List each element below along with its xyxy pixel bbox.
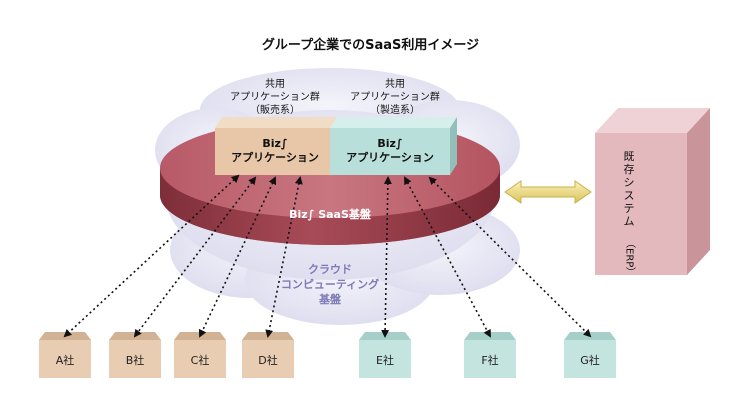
connection-arrow (63, 174, 240, 338)
platform-label: Biz∫ SaaS基盤 (289, 208, 371, 221)
erp-label-char: ス (623, 189, 635, 202)
erp-label-char: シ (623, 176, 635, 189)
company-label: E社 (376, 354, 394, 367)
cloud-label-line: 基盤 (319, 293, 341, 306)
app-group-label-line: （製造系） (370, 105, 420, 116)
app-group-label-sales: 共用 アプリケーション群 （販売系） (215, 78, 335, 117)
erp-label-char: 存 (623, 163, 635, 176)
company-box-body (564, 340, 616, 378)
app-name-line: アプリケーション (346, 151, 434, 164)
app-name-line: Biz∫ (377, 137, 403, 150)
company-label: A社 (55, 354, 75, 367)
app-name-manufacturing: Biz∫ アプリケーション (330, 137, 450, 165)
company-box-body (359, 340, 411, 378)
connection-arrow (198, 176, 277, 338)
company-box-body (174, 340, 226, 378)
erp-link-arrow (504, 180, 592, 204)
erp-label: 既 存 シ ス テ ム （ERP） (614, 150, 644, 280)
company-label: F社 (481, 354, 499, 367)
app-group-label-line: アプリケーション群 (230, 92, 320, 103)
company-box (359, 332, 411, 378)
app-box-sales (215, 117, 342, 175)
company-box-body (39, 340, 91, 378)
app-group-label-manufacturing: 共用 アプリケーション群 （製造系） (335, 78, 455, 117)
app-group-label-line: （販売系） (250, 105, 300, 116)
erp-label-char: ム (623, 215, 635, 228)
connection-arrow (133, 176, 257, 338)
connection-arrow (265, 176, 303, 338)
connection-arrow (381, 176, 392, 338)
company-label: B社 (125, 354, 145, 367)
cloud-label-line: クラウド (308, 263, 352, 276)
app-name-line: Biz∫ (262, 137, 288, 150)
connection-arrows (63, 174, 592, 338)
cloud-label-line: コンピューティング (280, 278, 380, 291)
erp-label-char: テ (623, 202, 635, 215)
diagram-title: グループ企業でのSaaS利用イメージ (261, 38, 480, 53)
company-label: C社 (190, 354, 210, 367)
app-name-sales: Biz∫ アプリケーション (215, 137, 335, 165)
app-group-label-line: 共用 (265, 79, 285, 90)
company-label: G社 (580, 354, 600, 367)
erp-label-char: 既 (623, 150, 635, 163)
company-box-body (109, 340, 161, 378)
company-box-body (242, 340, 294, 378)
app-group-label-line: アプリケーション群 (350, 92, 440, 103)
erp-box (595, 108, 710, 275)
app-name-line: アプリケーション (231, 151, 319, 164)
cloud-label: クラウド コンピューティング 基盤 (260, 262, 400, 307)
company-label: D社 (258, 354, 278, 367)
erp-label-paren: （ERP） (623, 238, 635, 278)
app-box-manufacturing (330, 117, 457, 175)
company-box-body (464, 340, 516, 378)
app-group-label-line: 共用 (385, 79, 405, 90)
